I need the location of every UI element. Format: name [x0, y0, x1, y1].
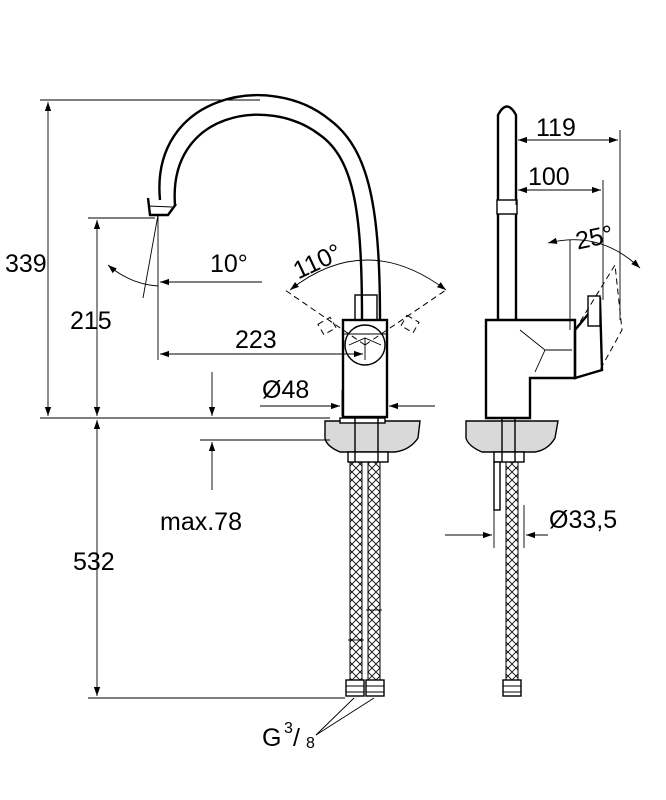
mounting-nut: [347, 451, 389, 463]
label-339: 339: [5, 250, 47, 278]
thread-denominator: 8: [306, 735, 315, 752]
label-223: 223: [235, 326, 277, 354]
label-10-deg: 10°: [210, 250, 248, 278]
label-100: 100: [528, 163, 570, 191]
spout-tip: [146, 197, 177, 217]
cartridge-circle: [344, 324, 386, 366]
base-plate: [324, 420, 421, 453]
side-lever-ghost: [574, 263, 623, 371]
faucet-body: [341, 318, 389, 419]
fitting-left: [345, 679, 365, 697]
label-25-deg: 25°: [573, 220, 616, 255]
label-diameter-33-5: Ø33,5: [549, 506, 617, 534]
front-view: [40, 93, 447, 736]
thread-size-label: G 3 / 8: [262, 720, 315, 752]
side-hose: [505, 461, 519, 681]
thread-prefix: G: [262, 724, 281, 752]
fitting-right: [365, 679, 385, 697]
side-base: [465, 420, 559, 453]
spout-inner: [173, 113, 364, 321]
hose-right: [367, 461, 381, 681]
swivel-arc: [289, 259, 447, 291]
lever-angle-arc: [547, 237, 641, 269]
label-max-78: max.78: [160, 508, 242, 536]
svg-text:/: /: [293, 724, 300, 752]
lever-stub: [354, 294, 378, 321]
hose-left: [349, 461, 363, 681]
side-view: [445, 105, 641, 697]
label-215: 215: [70, 307, 112, 335]
side-spout: [496, 105, 518, 320]
label-119: 119: [536, 114, 576, 142]
thread-numerator: 3: [284, 720, 293, 737]
spout-outer: [158, 93, 382, 321]
side-body: [484, 318, 577, 420]
label-532: 532: [73, 548, 115, 576]
label-diameter-48: Ø48: [262, 376, 309, 404]
side-rod: [493, 461, 501, 511]
label-110-deg: 110°: [289, 238, 346, 284]
